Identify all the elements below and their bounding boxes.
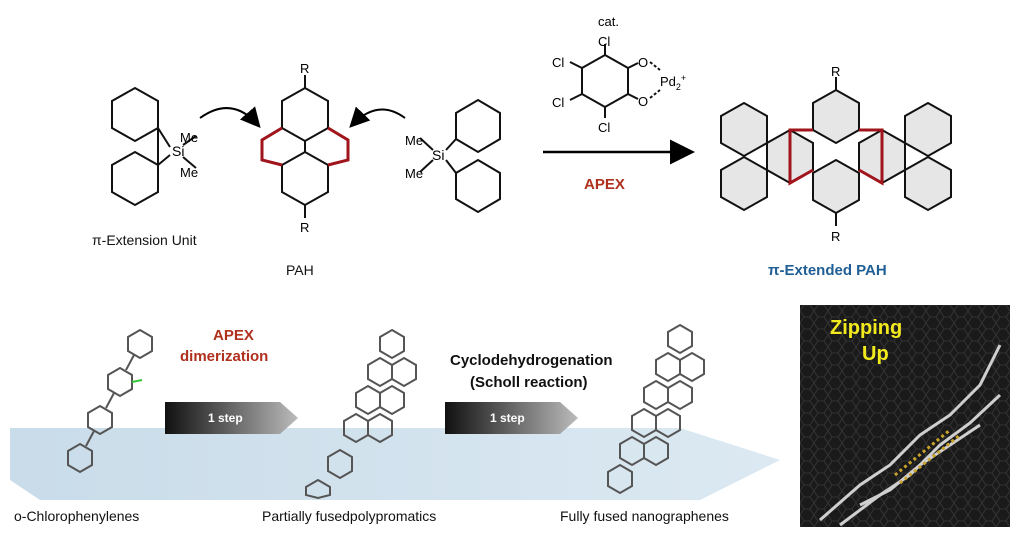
- step-arrow-1: [165, 402, 298, 434]
- step2-title-line1: Cyclodehydrogenation: [450, 352, 613, 369]
- inset-title-line1: Zipping: [830, 317, 903, 339]
- zipping-up-inset: Zipping Up: [800, 305, 1010, 527]
- apex-reaction-label: APEX: [584, 176, 625, 193]
- cl-1: Cl: [598, 34, 610, 49]
- me-label-left-1: Me: [180, 130, 198, 145]
- dibenzosilole-left: [111, 86, 197, 207]
- cl-4: Cl: [598, 120, 610, 135]
- step2-title-line2: (Scholl reaction): [470, 374, 588, 391]
- molecule-partially-fused: [305, 328, 417, 500]
- o-1: O: [638, 55, 648, 70]
- curved-arrow-left: [199, 106, 261, 129]
- step-arrow-2: [445, 402, 578, 434]
- me-label-right-1: Me: [405, 133, 423, 148]
- pyrene-pah: [281, 75, 329, 218]
- reaction-scheme: Si Me Me R R Si Me Me ca: [111, 14, 952, 244]
- product-new-bonds: [788, 128, 884, 186]
- extension-unit-label: π-Extension Unit: [92, 232, 197, 248]
- si-atom-right: Si: [432, 147, 444, 163]
- step1-arrow-label: 1 step: [208, 411, 243, 425]
- si-atom-left: Si: [172, 143, 184, 159]
- catalyst-structure: [569, 44, 661, 118]
- o-2: O: [638, 94, 648, 109]
- surface-plane: [10, 428, 780, 500]
- curved-arrow-right: [349, 106, 406, 128]
- molecule-nanographene: [607, 323, 705, 495]
- cl-3: Cl: [552, 95, 564, 110]
- pyrene-k-region: [260, 126, 350, 167]
- pi-extended-pah: [720, 77, 952, 226]
- pd-label: Pd2+: [660, 73, 686, 92]
- process-panel: [10, 323, 780, 500]
- molecule-chlorophenylenes: [67, 328, 153, 474]
- cl-2: Cl: [552, 55, 564, 70]
- step1-title-line1: APEX: [213, 327, 254, 344]
- label-fully-fused: Fully fused nanographenes: [560, 508, 729, 524]
- inset-graphic: [800, 305, 1010, 527]
- cat-label: cat.: [598, 14, 619, 29]
- step1-title-line2: dimerization: [180, 348, 269, 365]
- inset-title-line2: Up: [862, 343, 889, 365]
- r-label-bottom: R: [300, 220, 309, 235]
- me-label-left-2: Me: [180, 165, 198, 180]
- label-chlorophenylenes: o-Chlorophenylenes: [14, 508, 140, 524]
- label-partially-fused: Partially fusedpolypromatics: [262, 508, 437, 524]
- r-label-top: R: [300, 61, 309, 76]
- dibenzosilole-right: [419, 98, 501, 214]
- r-label-product-top: R: [831, 64, 840, 79]
- step2-arrow-label: 1 step: [490, 411, 525, 425]
- r-label-product-bottom: R: [831, 229, 840, 244]
- me-label-right-2: Me: [405, 166, 423, 181]
- extended-pah-label: π-Extended PAH: [768, 262, 887, 279]
- pah-label: PAH: [286, 262, 314, 278]
